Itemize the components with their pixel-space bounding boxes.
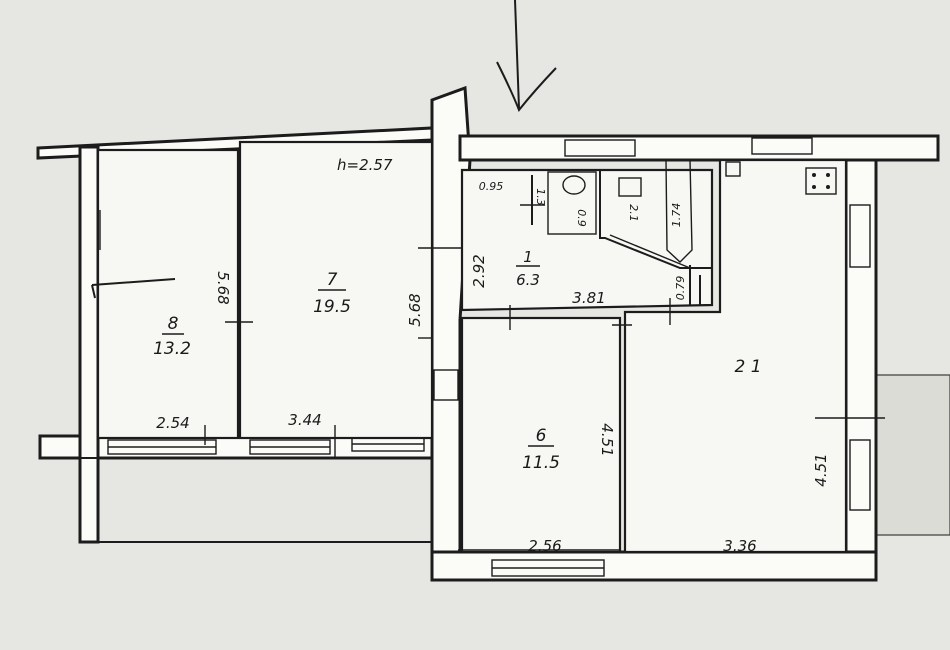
dim-wc: 0.9 bbox=[575, 209, 588, 227]
dim-kitchen-width: 3.36 bbox=[723, 537, 756, 555]
dim-corner: 0.79 bbox=[674, 276, 687, 301]
room-8 bbox=[96, 148, 240, 440]
dim-room6-height: 4.51 bbox=[598, 423, 616, 456]
entrance-arrow-icon bbox=[496, 0, 557, 112]
room-8-area: 13.2 bbox=[153, 339, 191, 359]
room-6-number: 6 bbox=[536, 426, 547, 446]
windows bbox=[107, 137, 871, 577]
dim-kitchen-height: 4.51 bbox=[812, 453, 830, 486]
dim-bath-length: 1.74 bbox=[670, 203, 683, 228]
room-21-kitchen bbox=[623, 158, 848, 554]
room-6-area: 11.5 bbox=[522, 453, 560, 473]
dim-entry-width: 0.95 bbox=[479, 180, 504, 193]
room-21-label: 2 1 bbox=[734, 357, 761, 377]
room-6 bbox=[460, 316, 622, 554]
ceiling-height-label: h=2.57 bbox=[337, 156, 393, 174]
dim-wc-side: 1.3 bbox=[534, 188, 547, 206]
dim-room7-height: 5.68 bbox=[406, 293, 424, 326]
dim-room6-width: 2.56 bbox=[528, 537, 561, 555]
adjacent-block bbox=[869, 374, 950, 536]
dim-hall-height: 2.92 bbox=[470, 254, 488, 287]
dim-room7-width: 3.44 bbox=[288, 411, 321, 429]
sanitary-block bbox=[520, 159, 837, 305]
dim-hall-width: 3.81 bbox=[572, 289, 605, 307]
room-7-area: 19.5 bbox=[313, 297, 351, 317]
dim-room8-width: 2.54 bbox=[156, 414, 189, 432]
room-7-number: 7 bbox=[327, 270, 338, 290]
dim-room8-height: 5.68 bbox=[214, 271, 232, 304]
room-1-number: 1 bbox=[523, 248, 533, 266]
dimension-ticks bbox=[91, 210, 885, 551]
room-1-area: 6.3 bbox=[516, 271, 540, 289]
dim-bath: 2.1 bbox=[627, 204, 640, 222]
room-8-number: 8 bbox=[168, 314, 179, 334]
